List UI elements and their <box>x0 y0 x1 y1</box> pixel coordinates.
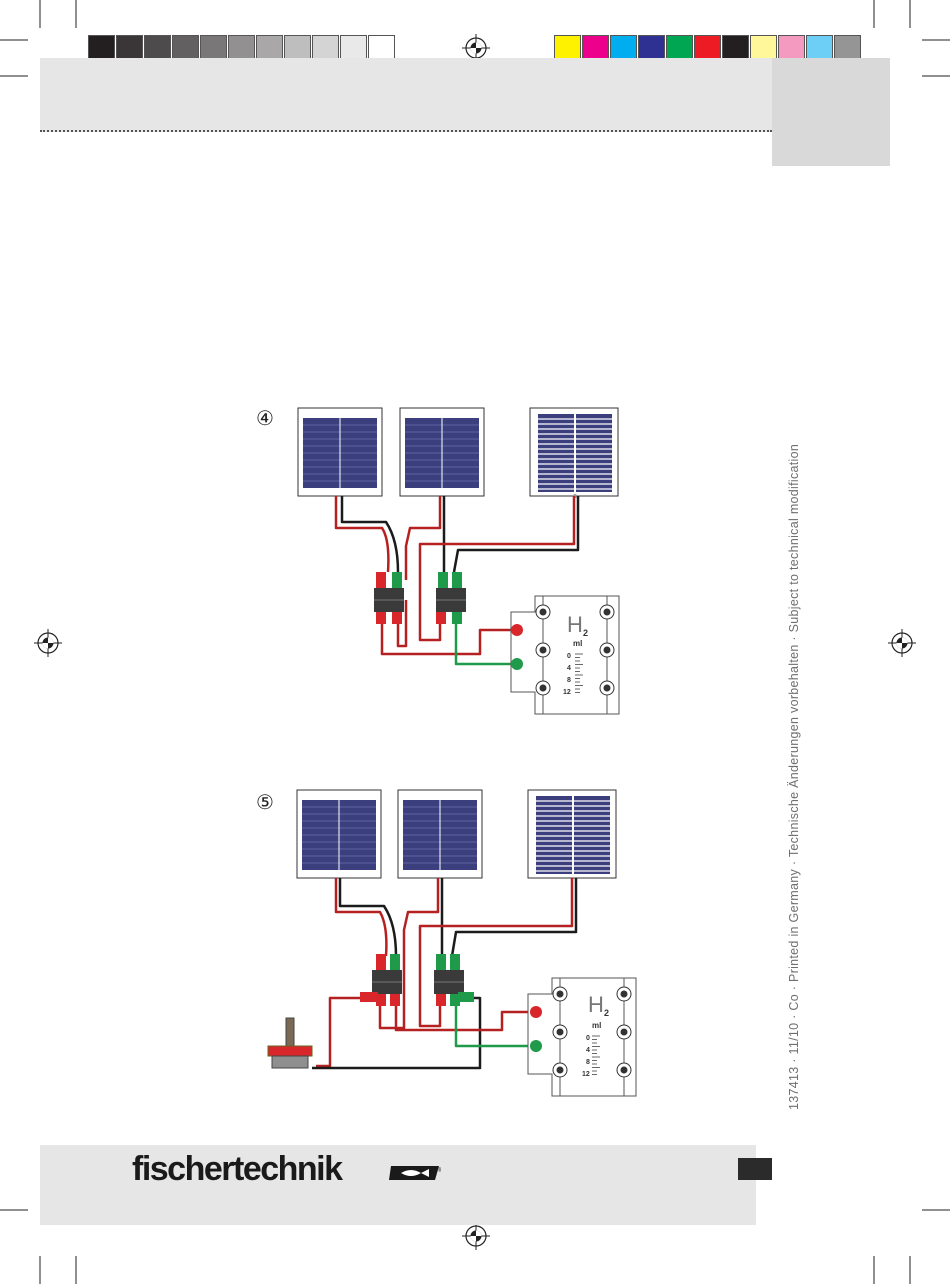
plug-pair-5-1 <box>360 954 402 1006</box>
solar-panel-5-3 <box>528 790 616 878</box>
scale-5-4: 4 <box>586 1047 590 1054</box>
electrolyzer-5: H 2 ml 0 4 8 12 <box>528 978 636 1096</box>
electrolyzer-subscript-5: 2 <box>604 1008 609 1018</box>
scale-5-8: 8 <box>586 1059 590 1066</box>
solar-panel-5-2 <box>398 790 482 878</box>
scale-5-0: 0 <box>586 1035 590 1042</box>
scale-5-12: 12 <box>582 1071 590 1078</box>
solar-panel-5-1 <box>297 790 381 878</box>
electrolyzer-unit-5: ml <box>592 1021 601 1030</box>
motor-unit <box>268 1018 312 1068</box>
plug-pair-5-2 <box>434 954 474 1006</box>
electrolyzer-symbol-5: H <box>588 992 604 1017</box>
